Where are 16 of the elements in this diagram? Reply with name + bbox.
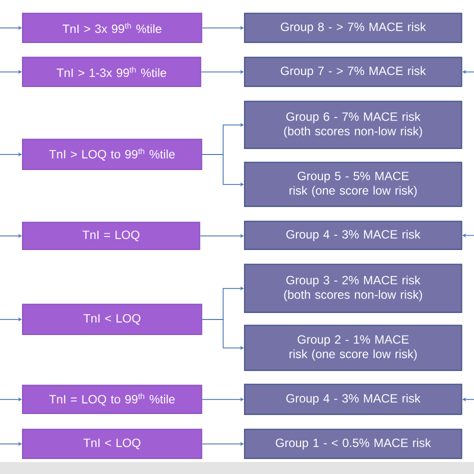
risk-group-box: Group 3 - 2% MACE risk (both scores non-low risk)	[244, 264, 462, 313]
risk-group-box: Group 6 - 7% MACE risk (both scores non-low risk)	[244, 100, 462, 149]
troponin-box: TnI = LOQ	[22, 222, 200, 250]
troponin-box: TnI > LOQ to 99$^{th}$ %tile	[22, 138, 202, 170]
risk-group-box: Group 4 - 3% MACE risk	[244, 220, 462, 250]
risk-group-box: Group 8 - > 7% MACE risk	[244, 12, 462, 43]
risk-group-box: Group 4 - 3% MACE risk	[244, 384, 462, 415]
troponin-box: TnI < LOQ	[22, 428, 202, 459]
troponin-box: TnI < LOQ	[22, 304, 202, 335]
risk-group-box: Group 7 - > 7% MACE risk	[244, 56, 462, 87]
troponin-box: TnI > 3x 99$^{th}$ %tile	[22, 12, 202, 43]
risk-group-box: Group 5 - 5% MACE risk (one score low risk)	[244, 162, 462, 207]
risk-group-box: Group 2 - 1% MACE risk (one score low risk)	[244, 324, 462, 371]
troponin-box: TnI = LOQ to 99$^{th}$ %tile	[22, 384, 202, 414]
troponin-box: TnI > 1-3x 99$^{th}$ %tile	[22, 56, 202, 87]
risk-group-box: Group 1 - < 0.5% MACE risk	[244, 428, 462, 459]
